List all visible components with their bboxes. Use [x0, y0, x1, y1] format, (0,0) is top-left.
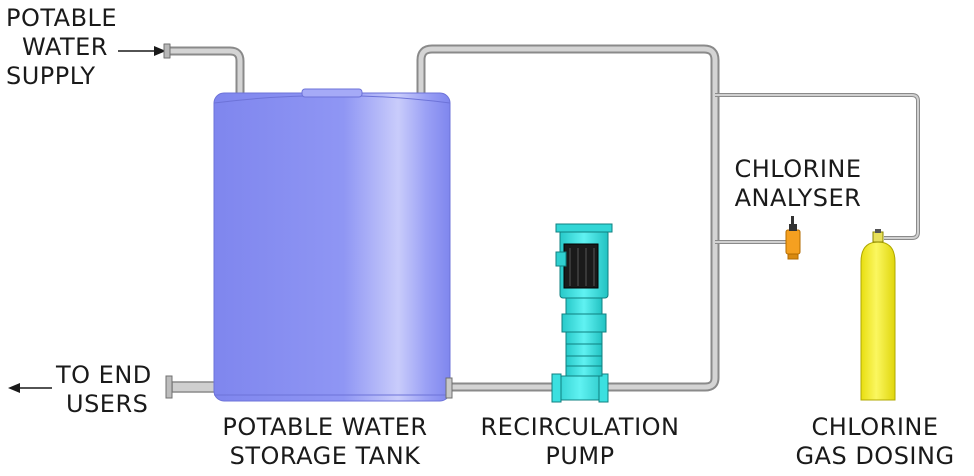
- supply-label-line-2: WATER: [22, 33, 108, 61]
- recirculation-pump: [551, 223, 613, 403]
- chlorine-gas-cylinder: [860, 229, 896, 401]
- supply-label-line-1: POTABLE: [6, 4, 118, 32]
- recirculation-pipe: [416, 44, 720, 392]
- supply-label-line-3: SUPPLY: [6, 62, 96, 90]
- analyser-label-line-1: CHLORINE: [734, 155, 862, 183]
- end-users-arrow: [8, 383, 52, 393]
- potable-water-supply-label: POTABLE WATER SUPPLY: [6, 4, 117, 91]
- chlorine-analyser: [785, 216, 801, 260]
- pump-label-line-2: PUMP: [545, 442, 615, 470]
- supply-pipe: [163, 43, 245, 101]
- storage-tank: [213, 88, 451, 402]
- chlorine-dosing-line: [715, 93, 920, 240]
- supply-arrow: [118, 46, 166, 56]
- chlorine-gas-dosing-label: CHLORINE GAS DOSING: [780, 413, 970, 471]
- chlorine-analyser-label: CHLORINE ANALYSER: [708, 155, 888, 213]
- recirculation-pump-label: RECIRCULATION PUMP: [455, 413, 705, 471]
- outlet-pipe: [165, 375, 217, 399]
- dosing-label-line-1: CHLORINE: [811, 413, 939, 441]
- storage-tank-label: POTABLE WATER STORAGE TANK: [200, 413, 450, 471]
- dosing-label-line-2: GAS DOSING: [795, 442, 955, 470]
- end-users-line-1: TO END: [56, 361, 152, 389]
- tank-label-line-1: POTABLE WATER: [222, 413, 428, 441]
- end-users-label: TO END USERS: [56, 361, 152, 419]
- pump-label-line-1: RECIRCULATION: [480, 413, 680, 441]
- analyser-label-line-2: ANALYSER: [734, 184, 862, 212]
- tank-label-line-2: STORAGE TANK: [229, 442, 421, 470]
- end-users-line-2: USERS: [66, 390, 149, 418]
